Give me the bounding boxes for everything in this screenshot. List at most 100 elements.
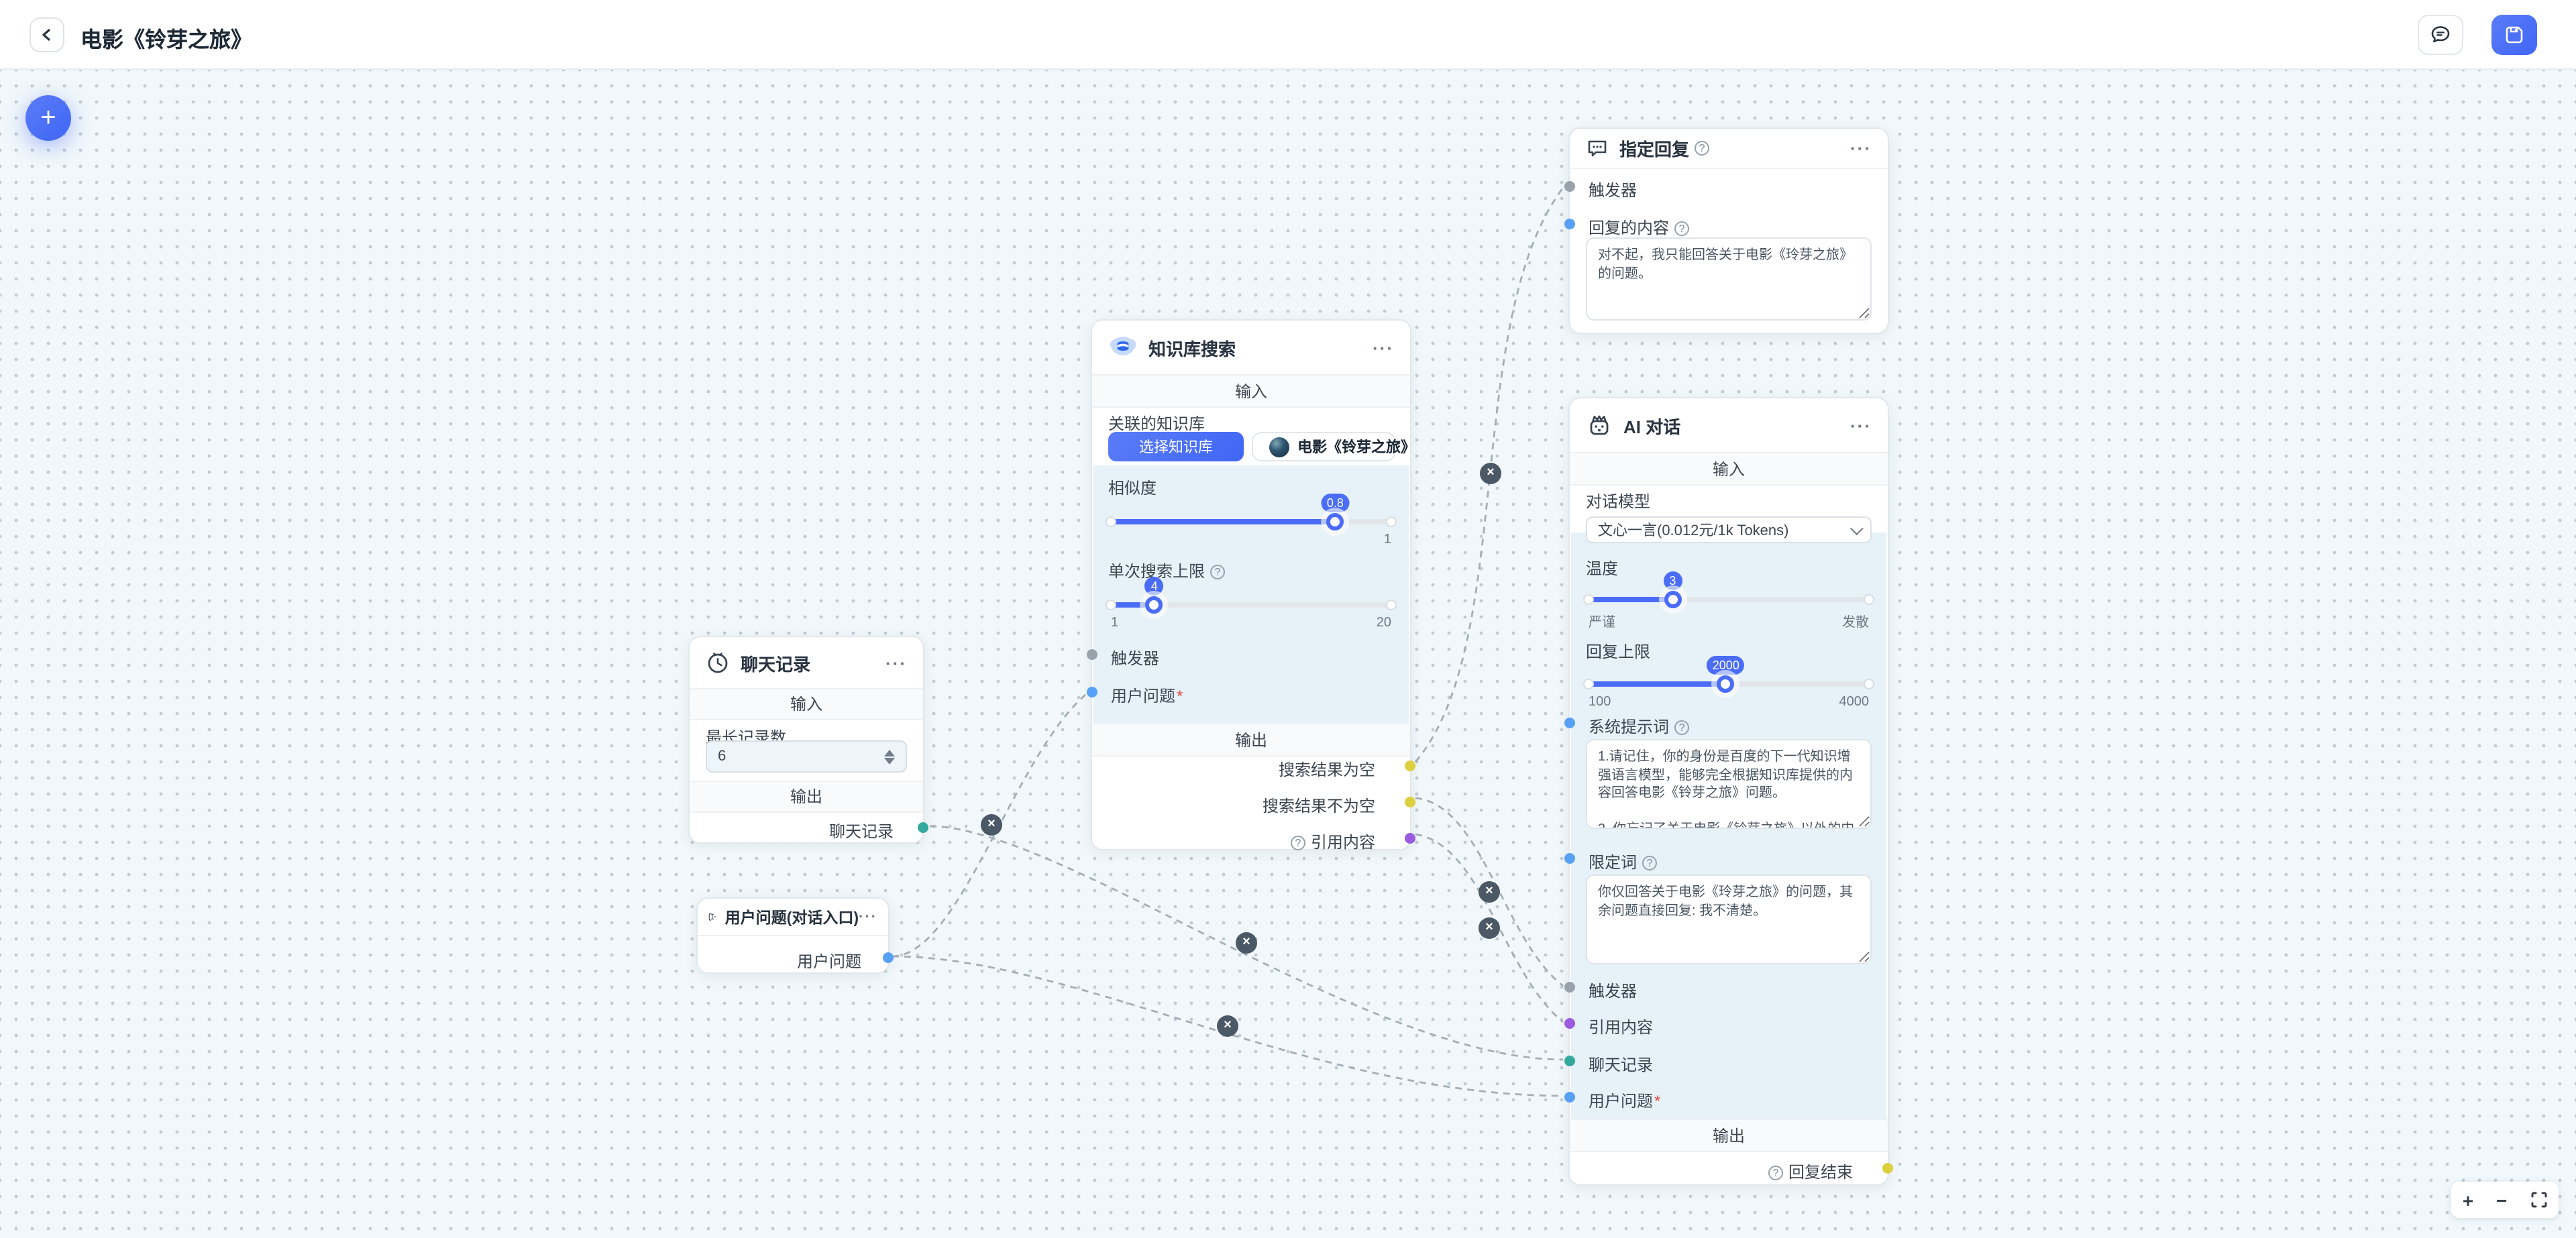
port-chat-history-in[interactable] — [1564, 1056, 1575, 1066]
max-records-input[interactable]: 6 — [706, 740, 907, 773]
node-user-question-entry[interactable]: 用户问题(对话入口) ··· 用户问题 — [696, 897, 894, 974]
node-ai-chat[interactable]: AI 对话 ··· 输入 对话模型 文心一言(0.012元/1k Tokens)… — [1564, 397, 1893, 1186]
port-label-text: 用户问题 — [1111, 687, 1176, 706]
port-ref-content-out[interactable] — [1405, 833, 1415, 844]
node-header[interactable]: 指定回复 ? ··· — [1570, 129, 1888, 169]
port-trigger-in[interactable] — [1087, 649, 1097, 660]
delete-edge-button[interactable]: × — [1480, 463, 1501, 484]
delete-edge-button[interactable]: × — [1217, 1015, 1238, 1037]
port-label-user-question-out: 用户问题 — [796, 952, 861, 971]
delete-edge-button[interactable]: × — [1479, 881, 1500, 903]
slider-endpoint — [1864, 679, 1874, 689]
help-icon[interactable]: ? — [1674, 720, 1690, 735]
slider-handle[interactable] — [1145, 596, 1163, 614]
help-icon[interactable]: ? — [1768, 1166, 1783, 1180]
debug-chat-button[interactable] — [2418, 15, 2463, 55]
more-menu-button[interactable]: ··· — [1850, 415, 1872, 435]
more-menu-button[interactable]: ··· — [1373, 337, 1394, 357]
slider-max: 20 — [1376, 616, 1391, 630]
help-icon[interactable]: ? — [1695, 141, 1710, 156]
slider-max: 4000 — [1839, 695, 1870, 710]
reply-limit-slider[interactable]: 2000 — [1583, 656, 1874, 693]
reply-content-textarea[interactable]: 对不起，我只能回答关于电影《玲芽之旅》的问题。 — [1586, 237, 1872, 321]
port-system-prompt-in[interactable] — [1564, 718, 1575, 728]
field-label-text: 限定词 — [1589, 853, 1638, 872]
field-label-text: 系统提示词 — [1589, 718, 1670, 736]
slider-value-badge: 0.8 — [1321, 494, 1349, 512]
port-label-chat-history: 聊天记录 — [1589, 1056, 1654, 1074]
slider-endpoint — [1583, 679, 1594, 689]
search-limit-slider[interactable]: 4 — [1106, 577, 1397, 614]
help-icon[interactable]: ? — [1290, 836, 1305, 850]
slider-handle[interactable] — [1717, 675, 1735, 693]
zoom-out-button[interactable]: − — [2496, 1189, 2508, 1211]
port-reply-content-in[interactable] — [1564, 219, 1575, 229]
save-button[interactable] — [2491, 15, 2537, 55]
help-icon[interactable]: ? — [1674, 221, 1690, 236]
select-kb-button[interactable]: 选择知识库 — [1108, 432, 1244, 461]
node-header[interactable]: 用户问题(对话入口) ··· — [698, 899, 888, 936]
required-asterisk: * — [1177, 687, 1183, 706]
zoom-in-button[interactable]: + — [2462, 1189, 2474, 1211]
fit-view-icon — [2530, 1192, 2546, 1208]
port-label-trigger: 触发器 — [1111, 649, 1160, 668]
robot-icon — [1590, 415, 1609, 435]
stepper-down-icon[interactable] — [884, 757, 895, 764]
node-header[interactable]: 聊天记录 ··· — [690, 637, 923, 688]
port-label-user-question: 用户问题* — [1589, 1089, 1660, 1112]
port-qualifier-in[interactable] — [1564, 853, 1575, 864]
delete-edge-button[interactable]: × — [1236, 932, 1257, 954]
port-result-empty-out[interactable] — [1405, 761, 1415, 771]
more-menu-button[interactable]: ··· — [859, 909, 877, 925]
port-chat-history-out[interactable] — [918, 822, 928, 833]
port-trigger-in[interactable] — [1564, 181, 1575, 192]
node-fixed-reply[interactable]: 指定回复 ? ··· 触发器 回复的内容? 对不起，我只能回答关于电影《玲芽之旅… — [1564, 127, 1889, 334]
field-label-reply-content: 回复的内容? — [1589, 216, 1690, 239]
add-node-button[interactable]: + — [25, 95, 71, 141]
number-stepper[interactable] — [884, 749, 895, 764]
kb-chip[interactable]: 电影《铃芽之旅》 — [1252, 432, 1415, 461]
node-header[interactable]: AI 对话 ··· — [1570, 398, 1888, 452]
fit-view-button[interactable] — [2530, 1191, 2547, 1208]
port-label-result-empty: 搜索结果为空 — [1278, 761, 1375, 779]
back-button[interactable] — [30, 17, 64, 52]
port-reply-done-out[interactable] — [1882, 1163, 1893, 1174]
slider-fill — [1589, 681, 1726, 687]
node-kb-search[interactable]: 知识库搜索 ··· 输入 关联的知识库 选择知识库 电影《铃芽之旅》 相似度 0… — [1087, 319, 1415, 852]
field-label-reply-limit: 回复上限 — [1586, 642, 1651, 661]
port-label-chat-history-out: 聊天记录 — [828, 822, 894, 841]
section-input: 输入 — [1092, 374, 1410, 408]
slider-handle[interactable] — [1326, 513, 1344, 530]
field-label-similarity: 相似度 — [1108, 479, 1157, 498]
help-icon[interactable]: ? — [1642, 856, 1658, 870]
port-ref-content-in[interactable] — [1564, 1018, 1575, 1029]
similarity-slider[interactable]: 0.8 — [1106, 494, 1397, 530]
port-user-question-in[interactable] — [1564, 1092, 1575, 1103]
port-label-result-not-empty: 搜索结果不为空 — [1262, 797, 1375, 815]
delete-edge-button[interactable]: × — [981, 814, 1002, 836]
port-label-text: 引用内容 — [1310, 833, 1375, 852]
field-label-linked-kb: 关联的知识库 — [1108, 414, 1205, 433]
delete-edge-button[interactable]: × — [1479, 917, 1500, 939]
model-select[interactable]: 文心一言(0.012元/1k Tokens) — [1586, 516, 1872, 543]
port-label-reply-done: ?回复结束 — [1768, 1160, 1853, 1183]
model-select-value: 文心一言(0.012元/1k Tokens) — [1598, 523, 1789, 539]
port-result-not-empty-out[interactable] — [1405, 797, 1415, 807]
slider-endpoint — [1583, 594, 1594, 605]
slider-max: 发散 — [1842, 616, 1869, 630]
help-icon[interactable]: ? — [1210, 565, 1226, 579]
port-trigger-in[interactable] — [1564, 982, 1575, 993]
temperature-slider[interactable]: 3 — [1583, 571, 1874, 608]
more-menu-button[interactable]: ··· — [885, 653, 907, 673]
node-chat-history[interactable]: 聊天记录 ··· 输入 最长记录数 6 输出 聊天记录 — [688, 636, 928, 844]
node-header[interactable]: 知识库搜索 ··· — [1092, 321, 1410, 374]
system-prompt-textarea[interactable]: 1.请记住，你的身份是百度的下一代知识增强语言模型，能够完全根据知识库提供的内容… — [1586, 739, 1872, 829]
port-user-question-in[interactable] — [1087, 687, 1097, 697]
port-user-question-out[interactable] — [883, 952, 894, 963]
slider-handle[interactable] — [1664, 591, 1682, 608]
more-menu-button[interactable]: ··· — [1850, 138, 1872, 158]
port-label-trigger: 触发器 — [1589, 181, 1638, 200]
stepper-up-icon[interactable] — [884, 749, 895, 756]
qualifier-textarea[interactable]: 你仅回答关于电影《玲芽之旅》的问题，其余问题直接回复: 我不清楚。 — [1586, 875, 1872, 964]
